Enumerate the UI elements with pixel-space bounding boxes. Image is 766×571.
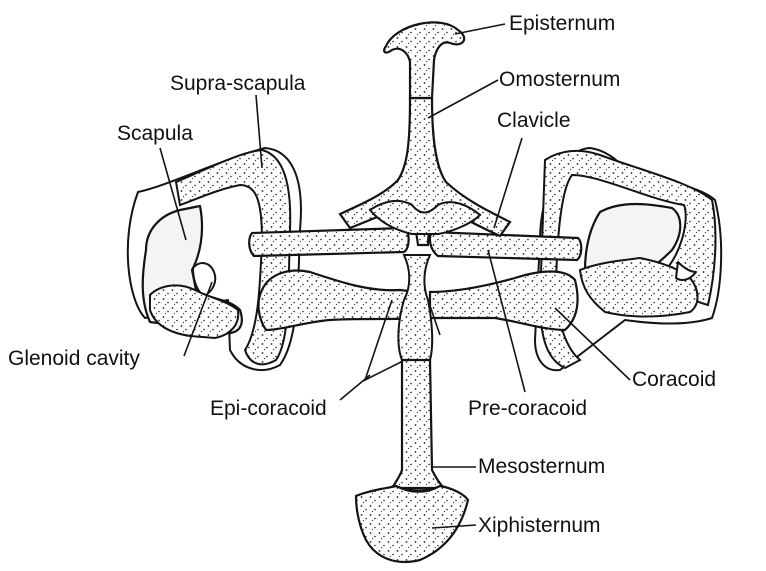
label-clavicle: Clavicle bbox=[497, 109, 571, 132]
label-supra-scapula: Supra-scapula bbox=[170, 72, 306, 95]
label-omosternum: Omosternum bbox=[499, 68, 620, 91]
left-coracoid bbox=[259, 271, 420, 330]
label-xiphisternum: Xiphisternum bbox=[478, 514, 601, 537]
left-shoulder-blade bbox=[128, 148, 301, 370]
right-coracoid bbox=[430, 272, 578, 331]
leader-clavicle bbox=[494, 138, 522, 228]
label-glenoid-cavity: Glenoid cavity bbox=[8, 347, 140, 370]
label-mesosternum: Mesosternum bbox=[478, 455, 605, 478]
leader-episternum bbox=[455, 24, 505, 34]
label-epi-coracoid: Epi-coracoid bbox=[210, 397, 327, 420]
epi-coracoid-center bbox=[398, 255, 432, 360]
leader-omosternum bbox=[428, 80, 498, 118]
right-clavicle bbox=[430, 232, 581, 260]
mesosternum bbox=[392, 360, 444, 488]
leader-epi-coracoid bbox=[340, 375, 370, 400]
label-episternum: Episternum bbox=[509, 12, 615, 35]
episternum bbox=[384, 22, 464, 98]
left-clavicle bbox=[249, 228, 408, 256]
xiphisternum bbox=[356, 486, 468, 562]
label-coracoid: Coracoid bbox=[632, 368, 716, 391]
label-pre-coracoid: Pre-coracoid bbox=[468, 397, 587, 420]
label-scapula: Scapula bbox=[117, 122, 193, 145]
